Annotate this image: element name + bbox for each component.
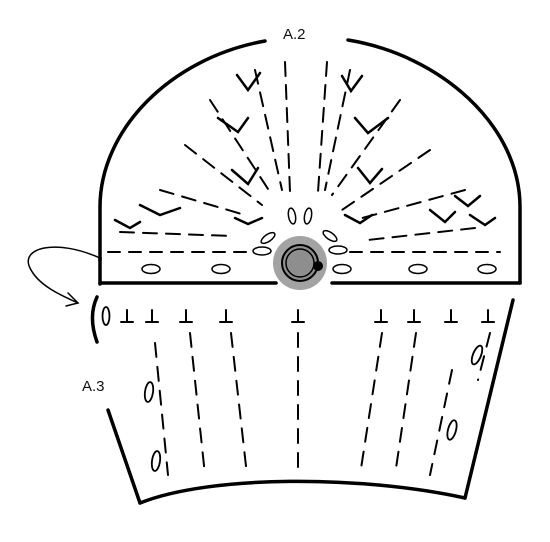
a3-dashes — [154, 332, 491, 476]
dash-icon — [184, 144, 263, 206]
oval-icon — [260, 231, 276, 245]
a3-label: A.3 — [82, 378, 105, 395]
dash-icon — [254, 69, 283, 191]
oval-icon — [470, 344, 484, 366]
a2-arc-left — [98, 39, 267, 262]
dash-icon — [341, 149, 431, 211]
dash-icon — [331, 99, 401, 196]
a3-left-edge — [106, 408, 142, 505]
dash-icon — [394, 332, 417, 476]
v-icon — [235, 71, 262, 93]
dash-icon — [119, 231, 233, 237]
v-icon — [340, 74, 364, 94]
v-icon — [353, 116, 390, 135]
a2-arc-right — [346, 38, 522, 285]
a2-radial-dashes — [119, 61, 476, 241]
a2-increases — [113, 71, 497, 230]
oval-icon — [141, 263, 161, 275]
ring-chain-ovals — [252, 207, 348, 256]
a2-outline — [98, 38, 522, 286]
t-stitch-icon — [219, 309, 233, 323]
a3-bottom-edge — [138, 479, 467, 505]
dash-icon — [230, 332, 248, 476]
v-icon — [113, 218, 142, 230]
magic-ring-icon — [273, 236, 327, 290]
dash-icon — [284, 61, 291, 193]
dash-icon — [159, 189, 246, 216]
oval-icon — [101, 306, 111, 326]
t-stitch-icon — [291, 309, 305, 323]
t-stitch-icon — [407, 309, 421, 323]
oval-icon — [477, 263, 497, 275]
oval-icon — [252, 246, 272, 256]
dash-icon — [354, 189, 466, 221]
v-icon — [428, 208, 457, 224]
curved-arrow-icon — [27, 246, 101, 307]
a3-outline — [90, 295, 515, 505]
oval-icon — [211, 263, 231, 275]
t-stitch-icon — [481, 309, 495, 323]
t-stitch-icon — [179, 309, 193, 323]
oval-icon — [303, 207, 313, 225]
t-stitch-icon — [444, 309, 458, 323]
a3-left-top-edge — [90, 295, 99, 344]
oval-icon — [143, 381, 155, 403]
dash-icon — [317, 61, 328, 193]
t-stitch-icon — [120, 309, 134, 323]
dash-icon — [189, 332, 206, 476]
oval-icon — [287, 207, 297, 225]
t-stitch-icon — [145, 309, 159, 323]
oval-icon — [332, 263, 352, 275]
a3-right-edge — [463, 298, 515, 500]
oval-icon — [408, 263, 428, 275]
t-stitch-icon — [374, 309, 388, 323]
a3-t-row — [101, 306, 495, 326]
oval-icon — [150, 450, 162, 472]
oval-icon — [322, 229, 338, 243]
a2-chain-row — [141, 263, 497, 275]
dash-icon — [209, 99, 273, 196]
dash-icon — [429, 369, 453, 476]
v-icon — [343, 213, 374, 225]
dash-icon — [359, 332, 383, 476]
v-icon — [138, 203, 182, 217]
a2-label: A.2 — [283, 26, 306, 43]
dash-icon — [154, 342, 169, 476]
dash-icon — [367, 227, 476, 241]
a3-chain-ovals — [143, 344, 484, 472]
v-icon — [356, 166, 384, 185]
dash-icon — [324, 69, 351, 191]
oval-icon — [328, 245, 348, 255]
v-icon — [216, 116, 250, 134]
start-dot-icon — [313, 261, 323, 271]
v-icon — [230, 166, 260, 186]
v-icon — [233, 216, 264, 226]
v-icon — [468, 213, 497, 227]
oval-icon — [446, 419, 458, 441]
v-icon — [453, 194, 482, 208]
dash-icon — [477, 332, 491, 381]
